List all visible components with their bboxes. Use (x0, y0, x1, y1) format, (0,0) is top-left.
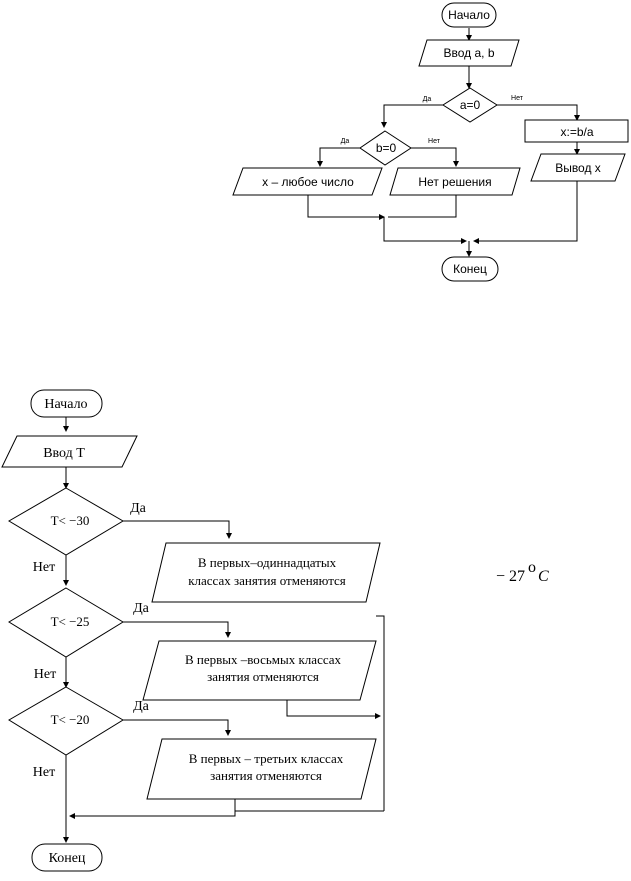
flowchart-bottom: Начало Ввод T T< −30 Да Нет В первых–оди… (1, 389, 385, 872)
yes-label: Да (423, 96, 432, 103)
action-1-box (151, 542, 381, 603)
assign-box (524, 119, 629, 143)
connector-merge-right (376, 615, 385, 811)
connector-yes-3 (123, 719, 231, 736)
connector-merge (473, 181, 578, 244)
input-box (1, 435, 138, 468)
any-number-label: x – любое число (262, 175, 354, 189)
decision-a (442, 87, 498, 123)
input-label: Ввод T (43, 446, 85, 461)
decision-2 (8, 587, 124, 658)
connector-merge (307, 195, 385, 220)
formula-value: − 27 (496, 568, 525, 585)
connector-yes-2 (123, 621, 231, 638)
formula-unit: C (538, 568, 549, 585)
formula-degree: o (528, 559, 536, 576)
assign-label: x:=b/a (560, 125, 593, 139)
no-solution-box (389, 167, 521, 196)
action-3-box (146, 738, 377, 800)
action-1-line2: классах занятия отменяются (188, 573, 346, 588)
start-terminal (441, 2, 497, 28)
decision-b (359, 130, 412, 166)
decision-3 (8, 686, 124, 756)
connector-yes-b (317, 147, 360, 167)
end-terminal (441, 256, 499, 282)
connector-merge (286, 700, 381, 719)
connector-no-a (497, 104, 580, 121)
start-terminal (30, 389, 103, 418)
action-2-box (142, 640, 377, 701)
yes-label: Да (341, 138, 350, 145)
no-label: Нет (33, 765, 55, 780)
no-label: Нет (34, 667, 56, 682)
end-label: Конец (453, 262, 487, 276)
decision-b-label: b=0 (376, 141, 397, 155)
action-3-line2: занятия отменяются (210, 768, 322, 783)
temperature-formula: − 27 o C (496, 559, 549, 585)
action-1-line1: В первых–одиннадцатых (198, 555, 337, 570)
decision-1 (8, 487, 124, 556)
connector-merge (383, 217, 467, 244)
output-box (530, 153, 626, 182)
input-label: Ввод a, b (443, 46, 494, 60)
action-3-line1: В первых – третьих классах (189, 751, 344, 766)
yes-label: Да (130, 501, 147, 516)
yes-label: Да (133, 601, 150, 616)
action-2-line1: В первых –восьмых классах (185, 652, 342, 667)
decision-3-label: T< −20 (51, 712, 90, 727)
decision-a-label: a=0 (460, 98, 481, 112)
input-box (418, 39, 520, 67)
connector-yes-1 (123, 520, 232, 539)
end-terminal (31, 843, 103, 872)
start-label: Начало (448, 8, 490, 22)
output-label: Вывод x (555, 161, 601, 175)
no-label: Нет (428, 138, 441, 145)
connector-merge (69, 799, 236, 819)
connector-merge (388, 195, 457, 218)
start-label: Начало (44, 397, 87, 412)
flowchart-top: Начало Ввод a, b a=0 Да Нет x:=b/a Вывод… (232, 2, 629, 282)
connector-no-b (411, 147, 459, 167)
no-solution-label: Нет решения (418, 175, 491, 189)
decision-2-label: T< −25 (51, 614, 90, 629)
yes-label: Да (133, 699, 150, 714)
decision-1-label: T< −30 (51, 513, 90, 528)
action-2-line2: занятия отменяются (207, 669, 319, 684)
no-label: Нет (33, 560, 55, 575)
any-number-box (232, 167, 383, 196)
connector-yes-a (381, 104, 443, 128)
no-label: Нет (511, 95, 524, 102)
end-label: Конец (49, 851, 86, 866)
